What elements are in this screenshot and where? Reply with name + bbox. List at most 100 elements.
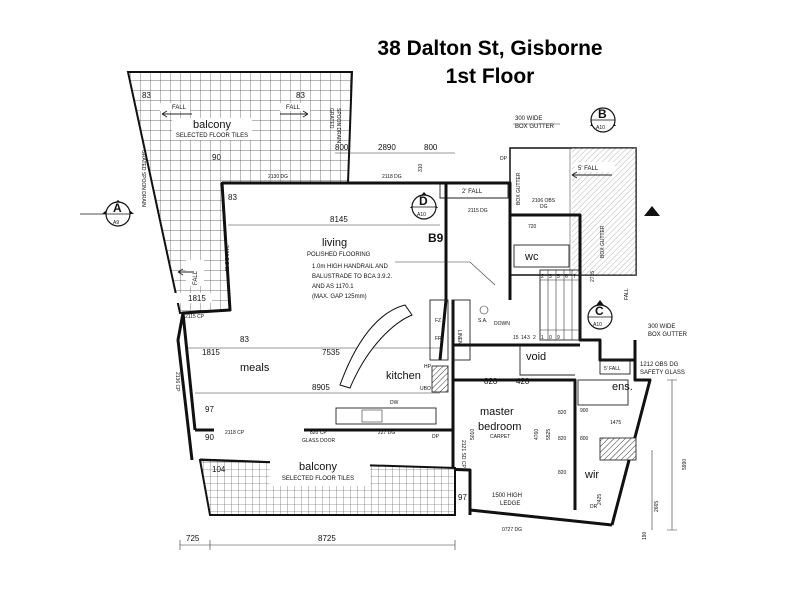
stair-number: 3 <box>527 335 530 341</box>
dim-2118cp: 2118 CP <box>225 430 245 436</box>
dim-2136: 2136 CP <box>174 372 180 392</box>
balcony-top-note: SELECTED FLOOR TILES <box>176 133 248 139</box>
handrail-note: AND AS 1170.1 <box>312 284 354 290</box>
dim-820: 820 <box>484 377 498 386</box>
gutter-note: 300 WIDE <box>648 324 675 330</box>
dim-900: 900 <box>580 408 589 414</box>
dim-104: 104 <box>212 465 226 474</box>
fall-5-label: 5' FALL <box>604 366 621 372</box>
wc-label: wc <box>524 251 539 263</box>
obs-window-label: 2106 OBS <box>532 198 556 204</box>
dim-820cp: 820 CP <box>310 430 327 436</box>
section-marker-d: D A10 <box>410 192 438 220</box>
handrail-note: BALUSTRADE TO BCA 3.9.2. <box>312 274 392 280</box>
dim-720: 720 <box>528 224 537 230</box>
dim-1475: 1475 <box>610 420 621 426</box>
box-gutter-label: BOX GUTTER <box>516 172 522 205</box>
dim-2665: 2665 <box>654 501 660 512</box>
dim-820cs: 820 <box>558 470 567 476</box>
dim-8145: 8145 <box>330 215 348 224</box>
section-marker-c: C A10 <box>587 300 613 330</box>
living-label: living <box>322 237 347 249</box>
dim-5010: 5010 <box>470 429 476 440</box>
ubo-label: UBO <box>420 386 431 392</box>
gutter-note: BOX GUTTER <box>648 332 688 338</box>
gutter-note: BOX GUTTER <box>515 124 555 130</box>
section-marker-b: B A10 <box>590 107 660 216</box>
marker-ref: A9 <box>113 220 119 226</box>
stair-number: 6 <box>565 274 568 280</box>
wir-label: wir <box>584 469 599 481</box>
ens-label: ens. <box>612 381 633 393</box>
dp-label: DP <box>500 156 508 162</box>
balcony-bottom: balcony SELECTED FLOOR TILES 90 2118 CP … <box>198 426 456 516</box>
stair-number: 1 <box>541 335 544 341</box>
gutter-note: 300 WIDE <box>515 116 542 122</box>
stair-number: 2 <box>541 274 544 280</box>
dim-2890: 2890 <box>378 143 396 152</box>
stair-number: 7 <box>573 274 576 280</box>
stair-area: wc 2 3 5 6 7 15 14 3 2 1 0 9 DOWN S.A. v… <box>478 224 630 386</box>
ledge-note: LEDGE <box>500 501 520 507</box>
dim-4760: 4760 <box>534 429 540 440</box>
master-note: CARPET <box>490 434 510 440</box>
marker-ref: A10 <box>593 322 602 328</box>
stair-number: 5 <box>557 274 560 280</box>
fr-label: FR <box>435 336 442 342</box>
marker-letter: B <box>598 107 607 121</box>
section-marker-a: A A9 <box>80 200 134 227</box>
plan-subtitle: 1st Floor <box>445 65 535 88</box>
dw-label: DW <box>390 400 399 406</box>
ledge-note: 1500 HIGH <box>492 493 522 499</box>
dim-800: 800 <box>424 143 438 152</box>
dim-227dg: 227 DG <box>378 430 395 436</box>
dim-83: 83 <box>228 193 237 202</box>
dim-5990: 5990 <box>682 459 688 470</box>
living-note: POLISHED FLOORING <box>307 252 371 258</box>
handrail-note: (MAX. GAP 125mm) <box>312 294 367 300</box>
b9-label: B9 <box>428 231 444 245</box>
master-suite: ens. 5' FALL 900 1475 800 820 820 820 ma… <box>432 359 637 533</box>
dim-2115dg: 2115 DG <box>468 208 488 214</box>
dim-90: 90 <box>205 433 214 442</box>
handrail-note: 1.0m HIGH HANDRAIL AND <box>312 264 388 270</box>
dim-820cs: 820 <box>558 410 567 416</box>
drain-label: GRATED SPOON DRAIN <box>140 150 146 207</box>
box-gutter-label: BOX GUTTER <box>600 225 606 258</box>
stair-number: 9 <box>557 335 560 341</box>
balcony-bottom-label: balcony <box>299 461 337 473</box>
top-dimensions: 800 2890 800 310 2130 DG 2118 DG <box>268 143 455 180</box>
marker-letter: C <box>595 304 604 318</box>
marker-ref: A10 <box>596 125 605 131</box>
dim-2121: 2121 SD CP <box>460 440 466 468</box>
balcony-top-label: balcony <box>193 119 231 131</box>
dim-1815: 1815 <box>188 294 206 303</box>
dim-725: 725 <box>186 534 200 543</box>
dim-8905: 8905 <box>312 383 330 392</box>
down-label: DOWN <box>494 321 510 327</box>
void-label: void <box>526 351 546 363</box>
dim-1815: 1815 <box>202 348 220 357</box>
dim-83: 83 <box>296 91 305 100</box>
stair-number: 0 <box>549 335 552 341</box>
dp-label: DP <box>432 434 440 440</box>
fall-arrow-label: FALL <box>172 105 187 111</box>
safety-glass-note: 1212 OBS DG <box>640 362 679 368</box>
marker-letter: A <box>113 201 122 215</box>
sa-label: S.A. <box>478 318 487 324</box>
stair-number: 14 <box>521 335 527 341</box>
balcony-top: balcony SELECTED FLOOR TILES FALL FALL F… <box>126 71 354 315</box>
dim-190: 190 <box>642 531 648 540</box>
drain-label: SPOON DRAIN <box>335 108 341 143</box>
marker-letter: D <box>419 194 428 208</box>
building-walls <box>176 181 652 527</box>
stair-number: 3 <box>549 274 552 280</box>
master-label: bedroom <box>478 421 521 433</box>
dim-800: 800 <box>335 143 349 152</box>
plan-title: 38 Dalton St, Gisborne <box>377 37 603 60</box>
linen-label: LINEN <box>456 330 462 345</box>
dim-800: 800 <box>580 436 589 442</box>
dim-83: 83 <box>142 91 151 100</box>
kitchen-label: kitchen <box>386 370 421 382</box>
